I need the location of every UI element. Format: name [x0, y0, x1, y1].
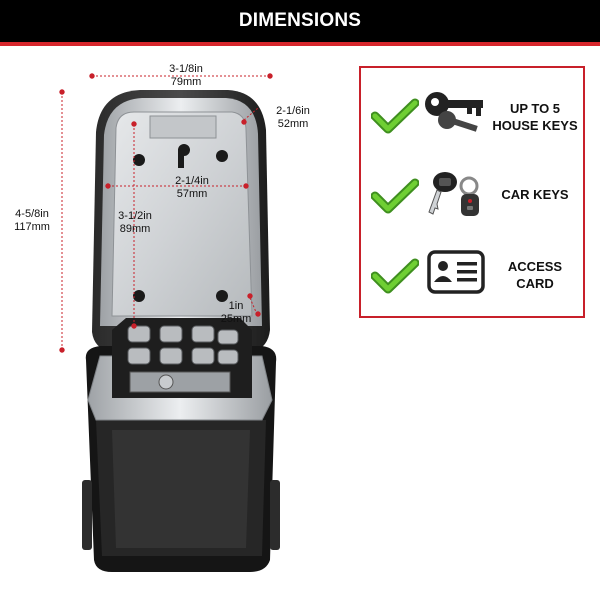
check-icon	[371, 178, 419, 214]
feature-house-keys-line1: UP TO 5	[509, 101, 561, 116]
feature-house-keys: UP TO 5 HOUSE KEYS	[361, 84, 583, 144]
feature-access-card: ACCESS CARD	[361, 244, 583, 304]
dimension-inner-depth-label: 1in 25mm	[214, 300, 258, 326]
dimension-inner-height-metric: 89mm	[119, 223, 151, 235]
dimension-depth-imperial: 2-1/6in	[276, 105, 310, 117]
feature-car-keys-line1: CAR KEYS	[501, 187, 569, 202]
dimension-width-imperial: 3-1/8in	[169, 63, 203, 75]
access-card-icon	[427, 250, 485, 294]
dimension-inner-width-label: 2-1/4in 57mm	[164, 175, 220, 201]
dimension-inner-depth-metric: 25mm	[220, 313, 252, 325]
dimension-height-label: 4-5/8in 117mm	[6, 208, 58, 234]
car-keys-icon	[428, 172, 479, 216]
feature-access-card-line2: CARD	[516, 276, 554, 291]
feature-access-card-text: ACCESS CARD	[489, 258, 581, 292]
dimension-height-imperial: 4-5/8in	[15, 208, 49, 220]
dimension-inner-width-metric: 57mm	[176, 188, 208, 200]
dimension-inner-width-imperial: 2-1/4in	[175, 175, 209, 187]
page-title: DIMENSIONS	[238, 10, 362, 31]
header-bar: DIMENSIONS	[0, 0, 600, 42]
house-keys-icon	[425, 92, 483, 132]
dimension-width-label: 3-1/8in 79mm	[158, 63, 214, 89]
feature-car-keys-text: CAR KEYS	[489, 186, 581, 203]
feature-house-keys-text: UP TO 5 HOUSE KEYS	[489, 100, 581, 134]
dimension-height-metric: 117mm	[14, 221, 50, 233]
header-accent-stripe	[0, 42, 600, 46]
dimension-width-metric: 79mm	[170, 76, 202, 88]
feature-house-keys-line2: HOUSE KEYS	[492, 118, 578, 133]
dimension-inner-height-imperial: 3-1/2in	[118, 210, 152, 222]
feature-access-card-line1: ACCESS	[507, 259, 563, 274]
dimension-inner-depth-imperial: 1in	[228, 300, 244, 312]
dimension-depth-metric: 52mm	[277, 118, 309, 130]
feature-car-keys: CAR KEYS	[361, 164, 583, 224]
capacity-panel: UP TO 5 HOUSE KEYS CAR KEYS	[359, 66, 585, 318]
check-icon	[371, 98, 419, 134]
dimension-depth-label: 2-1/6in 52mm	[265, 105, 321, 131]
check-icon	[371, 258, 419, 294]
dimension-inner-height-label: 3-1/2in 89mm	[110, 210, 160, 236]
